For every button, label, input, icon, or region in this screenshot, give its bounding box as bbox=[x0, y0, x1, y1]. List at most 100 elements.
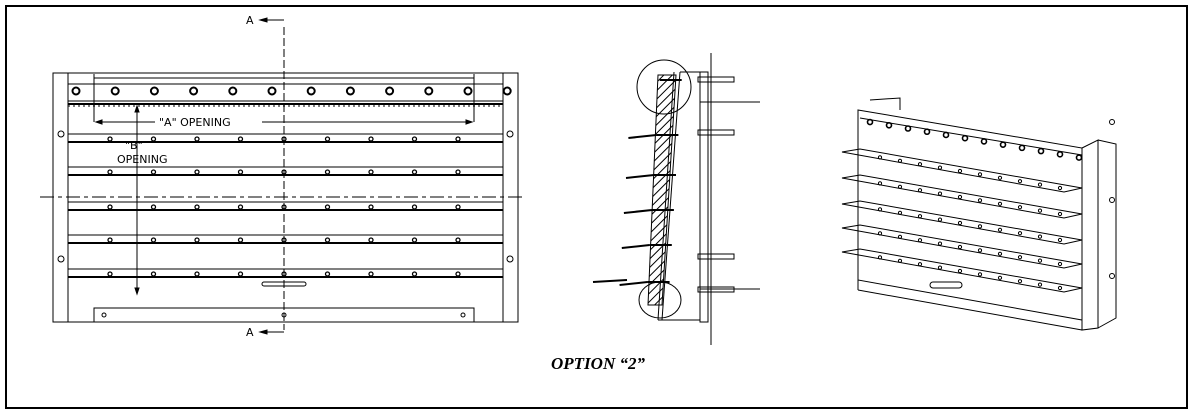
iso-blade bbox=[841, 174, 1083, 219]
bottom-edge bbox=[857, 289, 1083, 331]
blade-bolt-hole bbox=[368, 136, 374, 142]
blade-bolt-hole bbox=[324, 136, 331, 142]
dimension-a-label: "A" OPENING bbox=[159, 116, 231, 129]
arrowhead bbox=[258, 17, 268, 23]
blade-bolt-hole bbox=[368, 237, 374, 243]
hatched-blade-section bbox=[647, 74, 677, 306]
iso-blade-hole bbox=[997, 275, 1003, 280]
detail-circle bbox=[638, 281, 682, 319]
section-view bbox=[592, 53, 760, 345]
blade-fin bbox=[619, 281, 648, 286]
iso-blade-hole bbox=[1017, 205, 1023, 210]
iso-mount-hole bbox=[1109, 197, 1115, 203]
iso-blade-hole bbox=[1057, 185, 1063, 191]
blade-bolt-hole bbox=[150, 271, 157, 277]
iso-blade-hole bbox=[897, 184, 903, 189]
iso-blade-hole bbox=[1057, 261, 1063, 267]
blade-bolt-hole bbox=[368, 271, 374, 277]
blade-bolt-hole bbox=[194, 271, 200, 277]
blade-bolt-hole bbox=[194, 237, 200, 243]
blade-bolt-hole bbox=[411, 169, 418, 175]
anchor-bolt bbox=[697, 129, 735, 136]
top-bolt-hole bbox=[71, 86, 81, 96]
iso-blade-hole bbox=[897, 258, 903, 263]
blade-bolt-hole bbox=[237, 204, 244, 210]
anchor-bolt bbox=[697, 253, 735, 260]
blade-bolt-hole bbox=[194, 169, 200, 175]
arrowhead bbox=[134, 104, 140, 113]
blade-bolt-hole bbox=[107, 136, 113, 142]
iso-blade-hole bbox=[877, 155, 883, 160]
iso-blade-hole bbox=[1017, 255, 1023, 260]
iso-blade-hole bbox=[917, 238, 923, 243]
blade-tip bbox=[592, 279, 628, 283]
blade-bolt-hole bbox=[411, 271, 418, 277]
blade-bolt-hole bbox=[150, 136, 157, 142]
iso-blade-hole bbox=[977, 198, 983, 203]
iso-handle bbox=[929, 281, 963, 289]
iso-top-hole bbox=[961, 134, 969, 142]
detail-circle bbox=[636, 59, 692, 115]
dimension-b-label: "B" bbox=[125, 139, 143, 152]
top-bolt-hole bbox=[189, 86, 199, 96]
iso-blade-hole bbox=[957, 244, 963, 250]
iso-blade-hole bbox=[957, 168, 963, 174]
blade-bolt-hole bbox=[324, 204, 331, 210]
blade-bolt-hole bbox=[150, 169, 157, 175]
iso-blade-hole bbox=[937, 165, 943, 170]
wall-flange bbox=[1097, 139, 1117, 329]
iso-blade-hole bbox=[897, 158, 903, 163]
blade-bolt-hole bbox=[368, 169, 374, 175]
blade-bolt-hole bbox=[455, 136, 461, 142]
blade-bolt-hole bbox=[411, 237, 418, 243]
arrowhead bbox=[465, 119, 474, 125]
iso-blade-hole bbox=[877, 207, 883, 212]
iso-mount-hole bbox=[1109, 119, 1115, 125]
iso-blade-hole bbox=[877, 231, 883, 236]
top-bolt-hole bbox=[463, 86, 473, 96]
iso-blade-hole bbox=[977, 224, 983, 229]
iso-mount-hole bbox=[1109, 273, 1115, 279]
blade-bolt-hole bbox=[150, 204, 157, 210]
mounting-hole bbox=[57, 130, 65, 138]
bottom-hole bbox=[460, 312, 466, 318]
top-bolt-hole bbox=[424, 86, 434, 96]
iso-top-hole bbox=[980, 138, 988, 145]
blade-bolt-hole bbox=[150, 237, 157, 243]
blade-bolt-hole bbox=[324, 169, 331, 175]
top-bolt-hole bbox=[385, 86, 395, 96]
blade-fin bbox=[628, 134, 657, 139]
iso-top-hole bbox=[885, 121, 893, 129]
blade-bolt-hole bbox=[237, 237, 244, 243]
arrowhead bbox=[94, 119, 103, 125]
louver-side bbox=[1081, 139, 1099, 331]
blade-fin bbox=[623, 209, 653, 214]
iso-blade-hole bbox=[897, 234, 903, 239]
iso-blade-hole bbox=[1037, 258, 1043, 263]
iso-blade-hole bbox=[1017, 179, 1023, 184]
iso-top-hole bbox=[904, 125, 912, 132]
iso-top-hole bbox=[1037, 147, 1045, 155]
top-bolt-hole bbox=[228, 86, 238, 96]
blade-bolt-hole bbox=[411, 136, 418, 142]
blade-bolt-hole bbox=[107, 237, 113, 243]
section-marker-bottom-label: A bbox=[246, 326, 254, 339]
iso-blade-hole bbox=[1017, 231, 1023, 236]
iso-blade-hole bbox=[917, 188, 923, 193]
blade-fin bbox=[625, 174, 655, 179]
anchor-bolt bbox=[697, 76, 735, 83]
blade-bolt-hole bbox=[455, 169, 461, 175]
iso-blade-hole bbox=[877, 255, 883, 260]
blade-bolt-hole bbox=[107, 169, 113, 175]
iso-blade-hole bbox=[957, 194, 963, 200]
blade-bolt-hole bbox=[455, 237, 461, 243]
blade-bolt-hole bbox=[368, 204, 374, 210]
frame-slant bbox=[661, 71, 681, 321]
iso-blade-hole bbox=[977, 248, 983, 253]
arrowhead bbox=[258, 329, 268, 335]
iso-blade-hole bbox=[1037, 282, 1043, 287]
blade-bolt-hole bbox=[237, 169, 244, 175]
iso-blade-hole bbox=[1057, 237, 1063, 243]
front-elevation-view bbox=[40, 17, 525, 335]
top-bolt-hole bbox=[502, 86, 512, 96]
